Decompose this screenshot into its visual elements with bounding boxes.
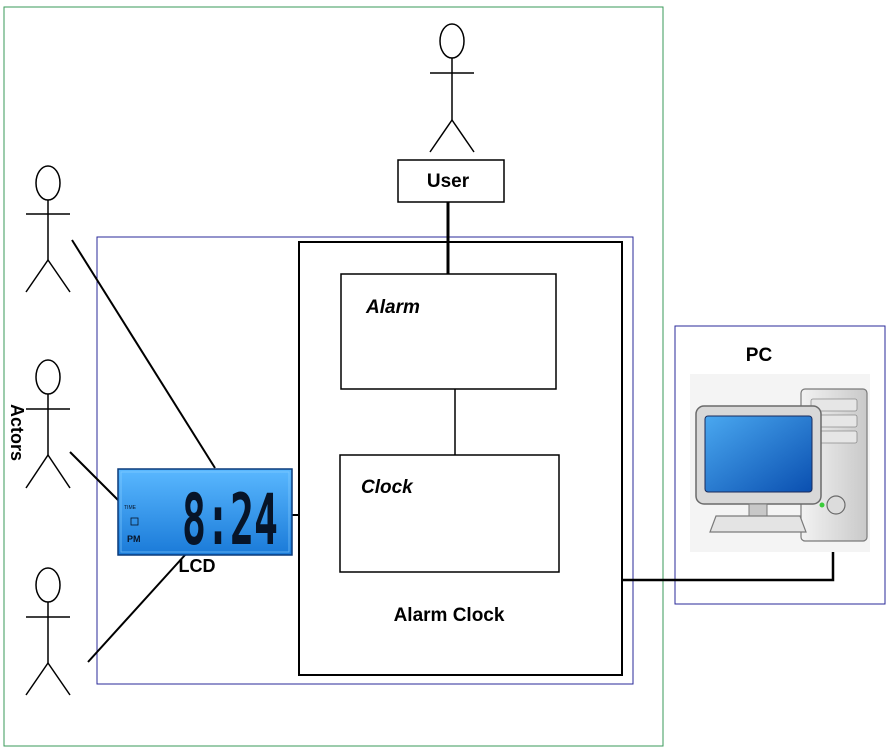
user-label: User — [427, 171, 470, 192]
user-actor-icon — [429, 23, 475, 153]
actor2-line — [69, 451, 119, 501]
user-box — [397, 159, 505, 203]
lcd-label: LCD — [179, 556, 216, 576]
lcd-alarm-indicator — [130, 517, 139, 526]
lcd-clock-icon: 8:24 TIME PM — [117, 468, 293, 561]
actor-icon-1 — [25, 165, 71, 293]
alarmclock-to-pc-line — [622, 545, 835, 582]
actor1-line — [71, 239, 216, 469]
actor-icon-3 — [25, 567, 71, 696]
alarm-box — [340, 273, 557, 390]
actor-icon-2 — [25, 359, 71, 489]
alarm-clock-label: Alarm Clock — [394, 605, 505, 626]
clock-label: Clock — [361, 477, 414, 498]
lcd-time-text: 8:24 — [182, 479, 278, 561]
alarm-clock-box — [298, 241, 623, 676]
pc-boundary — [674, 325, 886, 605]
alarm-label: Alarm — [365, 297, 420, 318]
device-boundary — [96, 236, 634, 685]
lcd-period-label: PM — [127, 534, 141, 544]
system-boundary — [3, 6, 664, 747]
pc-label: PC — [746, 345, 773, 366]
actor3-line — [87, 554, 186, 663]
clock-box — [339, 454, 560, 573]
lcd-small-label: TIME — [124, 505, 137, 511]
desktop-computer-icon — [690, 374, 870, 552]
actors-label: Actors — [7, 404, 27, 461]
